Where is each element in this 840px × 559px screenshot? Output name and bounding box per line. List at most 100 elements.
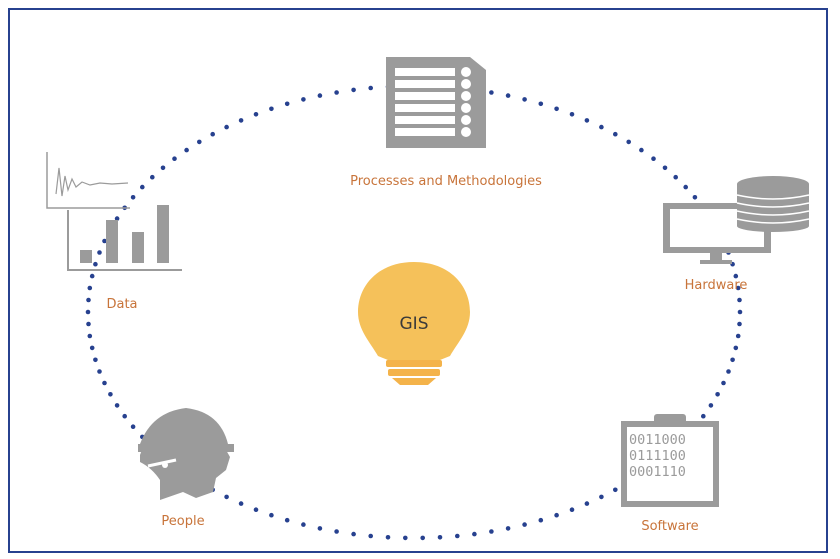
ring-dot xyxy=(97,369,102,374)
ring-dot xyxy=(489,529,494,534)
ring-dot xyxy=(140,184,145,190)
ring-dot xyxy=(554,512,559,518)
ring-dot xyxy=(673,174,678,180)
ring-dot xyxy=(737,321,742,327)
ring-dot xyxy=(269,512,274,518)
ring-dot xyxy=(114,403,120,408)
code-line: 0011000 xyxy=(629,432,686,448)
ring-dot xyxy=(93,261,98,267)
ring-dot xyxy=(317,93,323,98)
ring-dot xyxy=(505,93,511,98)
ring-dot xyxy=(184,147,189,153)
node-label-people: People xyxy=(161,514,205,529)
ring-dot xyxy=(86,321,91,327)
ring-dot xyxy=(97,250,102,255)
ring-dot xyxy=(721,380,726,386)
ring-dot xyxy=(130,195,136,200)
ring-dot xyxy=(284,517,290,523)
ring-dot xyxy=(735,333,741,339)
center-gis-label: GIS xyxy=(399,314,429,334)
ring-dot xyxy=(238,118,244,123)
hardhat-person-icon xyxy=(138,408,234,500)
ring-dot xyxy=(334,90,339,95)
ring-dot xyxy=(569,112,575,117)
ring-dot xyxy=(505,526,511,531)
ring-dot xyxy=(455,533,460,539)
lightbulb-icon xyxy=(358,262,470,385)
clipboard-binary-icon xyxy=(621,414,719,507)
ring-dot xyxy=(160,165,166,171)
software-binary-code: 0011000 0111100 0001110 xyxy=(629,432,686,480)
ring-dot xyxy=(317,526,323,531)
node-label-hardware: Hardware xyxy=(684,278,748,293)
ring-dot xyxy=(102,238,107,244)
ring-dot xyxy=(351,531,356,537)
ring-dot xyxy=(489,90,494,95)
ring-dot xyxy=(334,529,339,534)
ring-dot xyxy=(86,297,91,303)
ring-dot xyxy=(522,522,527,527)
ring-dot xyxy=(683,184,688,190)
ring-dot xyxy=(130,424,136,430)
ring-dot xyxy=(472,531,477,537)
ring-dot xyxy=(368,85,374,91)
ring-dot xyxy=(89,345,95,351)
ring-dot xyxy=(715,392,720,397)
ring-dot xyxy=(284,101,290,107)
ring-dot xyxy=(87,285,93,291)
ring-dot xyxy=(150,174,155,180)
computer-database-icon xyxy=(663,176,810,264)
node-label-software: Software xyxy=(641,519,699,534)
ring-dot xyxy=(599,124,604,130)
ring-dot xyxy=(224,124,229,130)
ring-dot xyxy=(737,309,743,315)
ring-dot xyxy=(253,507,259,512)
ring-dot xyxy=(584,501,590,506)
ring-dot xyxy=(108,392,113,397)
ring-dot xyxy=(584,118,590,123)
ring-dot xyxy=(701,413,706,419)
code-line: 0111100 xyxy=(629,448,686,464)
ring-dot xyxy=(301,522,306,527)
ring-dot xyxy=(735,285,741,291)
ring-dot xyxy=(639,147,644,153)
ring-dot xyxy=(730,357,735,363)
ring-dot xyxy=(122,413,127,419)
ring-dot xyxy=(403,535,408,541)
ring-dot xyxy=(708,403,714,408)
ring-dot xyxy=(538,101,544,107)
ring-dot xyxy=(172,156,177,161)
ring-dot xyxy=(93,357,98,363)
document-list-icon xyxy=(386,57,486,148)
node-label-data: Data xyxy=(106,297,138,312)
ring-dot xyxy=(301,97,306,102)
charts-icon xyxy=(46,152,182,271)
ring-dot xyxy=(538,517,544,523)
ring-dot xyxy=(733,345,739,351)
ring-dot xyxy=(351,87,356,93)
ring-dot xyxy=(613,487,618,493)
ring-dot xyxy=(238,501,244,506)
ring-dot xyxy=(692,195,698,200)
ring-dot xyxy=(733,273,739,279)
ring-dot xyxy=(662,165,668,171)
diagram-frame xyxy=(8,8,828,553)
ring-dot xyxy=(626,139,631,145)
ring-dot xyxy=(114,216,120,221)
ring-dot xyxy=(599,494,604,500)
ring-dot xyxy=(89,273,95,279)
ring-dot xyxy=(368,533,374,539)
ring-dot xyxy=(87,333,93,339)
node-label-processes: Processes and Methodologies xyxy=(350,174,542,189)
ring-dot xyxy=(102,380,107,386)
ring-dot xyxy=(385,535,391,540)
ring-dot xyxy=(420,535,426,541)
ring-dot xyxy=(269,106,274,112)
ring-dot xyxy=(613,131,618,137)
code-line: 0001110 xyxy=(629,464,686,480)
ring-dot xyxy=(85,309,91,315)
ring-dot xyxy=(737,297,742,303)
ring-dot xyxy=(224,494,229,500)
